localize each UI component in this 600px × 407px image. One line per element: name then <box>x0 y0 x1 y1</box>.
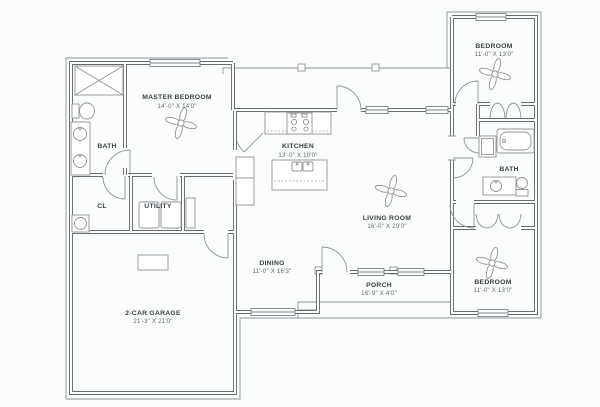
hall-opening-jambs <box>448 135 456 161</box>
dims-dining: 11'-0" X 16'3" <box>253 268 292 275</box>
refrigerator-icon <box>235 156 255 206</box>
vanity-right-icon <box>482 176 517 196</box>
window <box>365 106 389 114</box>
garage-door-swing <box>203 233 229 259</box>
patio-door-swing <box>336 85 362 111</box>
shower-right-icon <box>478 135 497 158</box>
ceiling-fan-icon <box>374 174 408 208</box>
label-living-room: LIVING ROOM <box>363 215 412 222</box>
bifold-closet-doors-bottom <box>475 213 522 229</box>
dims-master-bedroom: 14'-0" X 14'0" <box>157 103 196 110</box>
patio-post <box>371 63 380 72</box>
dims-bedroom-top: 11'-0" X 13'0" <box>475 51 514 58</box>
doors <box>102 80 522 273</box>
dims-kitchen: 13'-0" X 10'0" <box>278 152 317 159</box>
window <box>477 309 509 317</box>
ceiling-fan-icon <box>478 57 512 91</box>
washer-icon <box>138 201 160 229</box>
label-bedroom-bottom: BEDROOM <box>474 279 511 286</box>
dims-porch: 16'-9" X 4'0" <box>361 290 397 297</box>
bifold-closet-doors-top <box>489 102 522 119</box>
label-porch: PORCH <box>366 282 392 289</box>
ceiling-fan-icon <box>475 246 509 280</box>
window <box>149 59 201 67</box>
dims-bedroom-bottom: 11'-0" X 13'0" <box>474 287 513 294</box>
fixtures <box>70 65 535 271</box>
label-dining: DINING <box>259 260 284 267</box>
dims-living-room: 16'-0" X 20'0" <box>367 223 406 230</box>
stove-icon <box>286 112 313 135</box>
closet-door-swing <box>102 176 126 200</box>
label-garage: 2-CAR GARAGE <box>125 310 181 317</box>
hall-door-swing <box>236 132 264 153</box>
toilet-icon <box>71 102 95 120</box>
label-master-bedroom: MASTER BEDROOM <box>142 94 212 101</box>
utility-door-swing <box>153 176 178 201</box>
double-vanity-icon <box>70 121 91 176</box>
label-bath-left: BATH <box>97 143 116 150</box>
kitchen-island <box>271 159 328 191</box>
window <box>357 268 385 276</box>
label-closet: CL <box>97 203 107 210</box>
label-bath-right: BATH <box>499 166 518 173</box>
overhang-lines <box>65 11 542 400</box>
shower-door-swing <box>463 137 480 154</box>
bathtub-icon <box>496 128 535 154</box>
utility-cabinet <box>185 197 196 229</box>
toilet-right-icon <box>515 177 529 197</box>
label-bedroom-top: BEDROOM <box>475 43 512 50</box>
window <box>475 13 507 21</box>
label-kitchen: KITCHEN <box>282 143 314 150</box>
label-utility: UTILITY <box>144 203 172 210</box>
bedroom-top-door-swing <box>454 80 479 105</box>
garage-ceiling-access <box>137 254 169 271</box>
dims-garage: 21'-3" X 21'0" <box>133 318 172 325</box>
window <box>425 106 449 114</box>
shower-icon <box>74 65 124 96</box>
room-labels: MASTER BEDROOM 14'-0" X 14'0" BATH CL UT… <box>97 43 518 325</box>
water-heater-icon <box>71 214 90 233</box>
front-door-swing <box>321 246 348 273</box>
bath-door-swing <box>104 149 131 176</box>
window <box>397 268 425 276</box>
window <box>250 308 296 316</box>
patio-post <box>297 63 306 72</box>
dryer-icon <box>160 201 182 229</box>
ceiling-fan-icon <box>164 106 198 140</box>
windows <box>149 13 509 317</box>
bath-right-door-swing <box>452 157 474 179</box>
bedroom-bottom-door-swing <box>449 203 475 229</box>
